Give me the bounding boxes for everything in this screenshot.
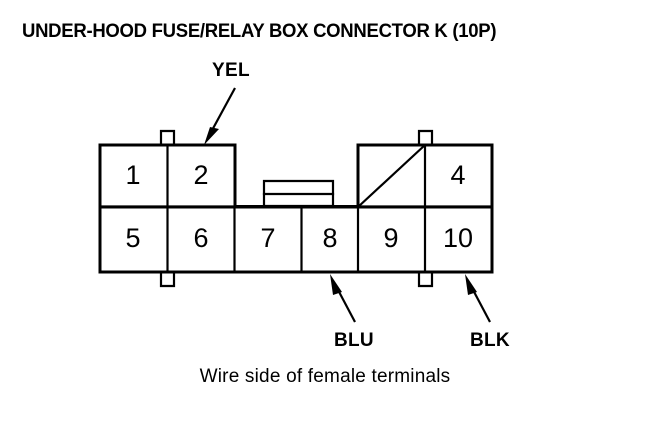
bottom-row-outline <box>98 205 494 274</box>
callout-label-blu: BLU <box>334 330 374 351</box>
pin-number-9: 9 <box>383 223 398 253</box>
top-left-block <box>98 129 237 209</box>
callout-leader-blk <box>465 274 491 323</box>
callout-label-yel: YEL <box>212 60 250 81</box>
yel-arrowhead <box>204 127 219 145</box>
top-right-block <box>356 129 494 209</box>
bottom-right-locating-tab <box>417 270 434 288</box>
bottom-row-block <box>98 205 494 288</box>
blk-arrowhead <box>465 274 477 295</box>
page-title: UNDER-HOOD FUSE/RELAY BOX CONNECTOR K (1… <box>22 20 497 42</box>
bottom-left-locating-tab <box>159 270 176 288</box>
top-left-locating-tab <box>159 129 176 147</box>
pin-number-7: 7 <box>260 223 275 253</box>
figure-caption: Wire side of female terminals <box>199 366 451 387</box>
top-right-locating-tab <box>417 129 434 147</box>
center-latch-tab <box>262 179 335 208</box>
pin-number-8: 8 <box>322 223 337 253</box>
callout-label-blk: BLK <box>470 330 510 351</box>
blocked-cavity-diagonal <box>356 143 427 209</box>
callout-leader-yel <box>204 87 236 145</box>
pin-number-10: 10 <box>443 223 473 253</box>
pin-number-2: 2 <box>193 160 208 190</box>
pin-number-1: 1 <box>125 160 140 190</box>
pin-number-4: 4 <box>450 160 465 190</box>
callout-leader-blu <box>330 274 356 323</box>
pin-number-6: 6 <box>193 223 208 253</box>
pin-number-5: 5 <box>125 223 140 253</box>
blu-arrowhead <box>330 274 342 295</box>
